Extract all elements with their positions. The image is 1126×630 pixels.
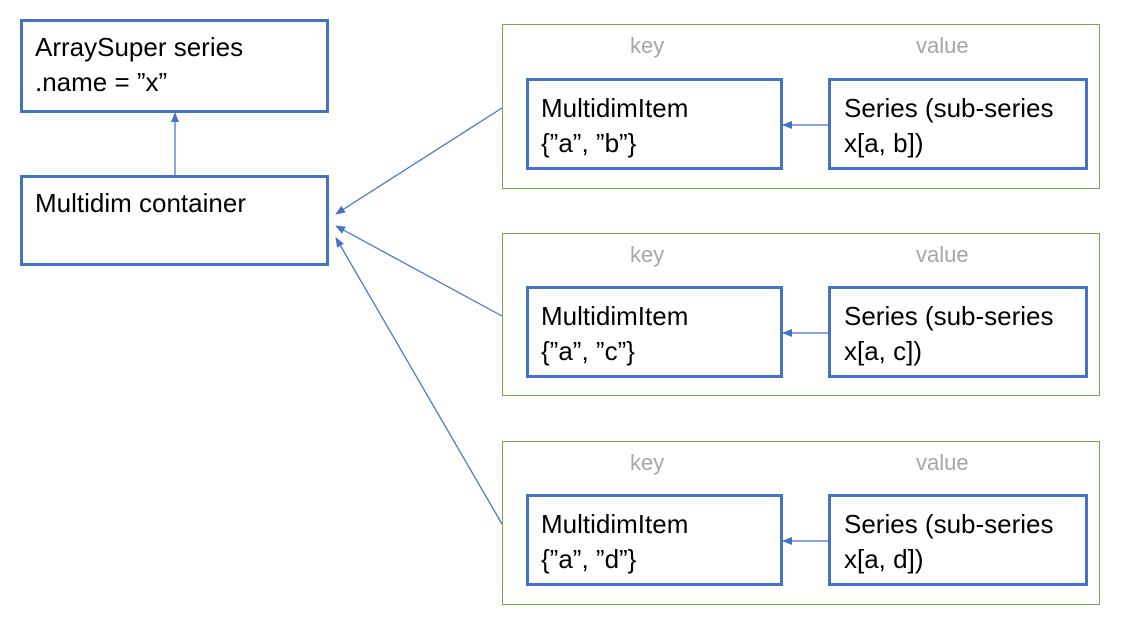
- node-text-line: MultidimItem: [541, 509, 689, 539]
- multidim-item-node[interactable]: MultidimItem {”a”, ”c”}: [526, 286, 783, 378]
- value-label: value: [916, 450, 969, 475]
- node-text-line: x[a, c]): [844, 336, 923, 366]
- sub-series-node[interactable]: Series (sub-series x[a, c]): [828, 286, 1088, 378]
- node-text-line: Series (sub-series: [844, 509, 1054, 539]
- sub-series-node[interactable]: Series (sub-series x[a, b]): [828, 78, 1088, 170]
- node-text-line: {”a”, ”d”}: [541, 544, 637, 574]
- node-text-line: Series (sub-series: [844, 93, 1054, 123]
- arrow-group-2-to-container: [335, 225, 503, 317]
- node-text-line: Series (sub-series: [844, 301, 1054, 331]
- node-text-line: MultidimItem: [541, 93, 689, 123]
- sub-series-node[interactable]: Series (sub-series x[a, d]): [828, 494, 1088, 586]
- key-label: key: [630, 33, 665, 58]
- multidim-container-node[interactable]: Multidim container: [20, 175, 329, 266]
- node-text-line: {”a”, ”b”}: [541, 128, 637, 158]
- key-label: key: [630, 242, 665, 267]
- key-value-group-1: key value MultidimItem {”a”, ”b”} Series…: [502, 24, 1100, 189]
- value-label: value: [916, 33, 969, 58]
- node-text-line: {”a”, ”c”}: [541, 336, 635, 366]
- value-label: value: [916, 242, 969, 267]
- node-text-line: ArraySuper series: [35, 32, 244, 62]
- arraysuper-series-node[interactable]: ArraySuper series .name = ”x”: [20, 19, 329, 113]
- node-text-line: x[a, b]): [844, 128, 924, 158]
- key-value-group-2: key value MultidimItem {”a”, ”c”} Series…: [502, 233, 1100, 396]
- node-text-line: x[a, d]): [844, 544, 924, 574]
- node-text-line: Multidim container: [35, 188, 246, 218]
- key-label: key: [630, 450, 665, 475]
- key-value-group-3: key value MultidimItem {”a”, ”d”} Series…: [502, 441, 1100, 605]
- arrow-group-1-to-container: [335, 107, 503, 215]
- arrow-group-3-to-container: [335, 237, 503, 525]
- multidim-item-node[interactable]: MultidimItem {”a”, ”b”}: [526, 78, 783, 170]
- node-text-line: .name = ”x”: [35, 67, 168, 97]
- node-text-line: MultidimItem: [541, 301, 689, 331]
- multidim-item-node[interactable]: MultidimItem {”a”, ”d”}: [526, 494, 783, 586]
